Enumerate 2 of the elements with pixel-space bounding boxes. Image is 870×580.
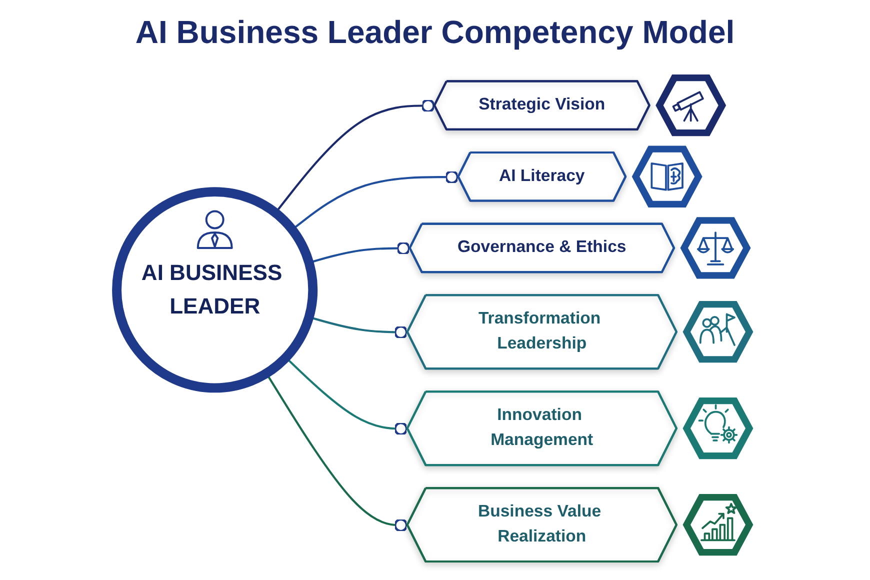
node-circle: AI BUSINESS LEADER — [112, 187, 318, 393]
title: AI Business Leader Competency Model — [135, 14, 735, 50]
